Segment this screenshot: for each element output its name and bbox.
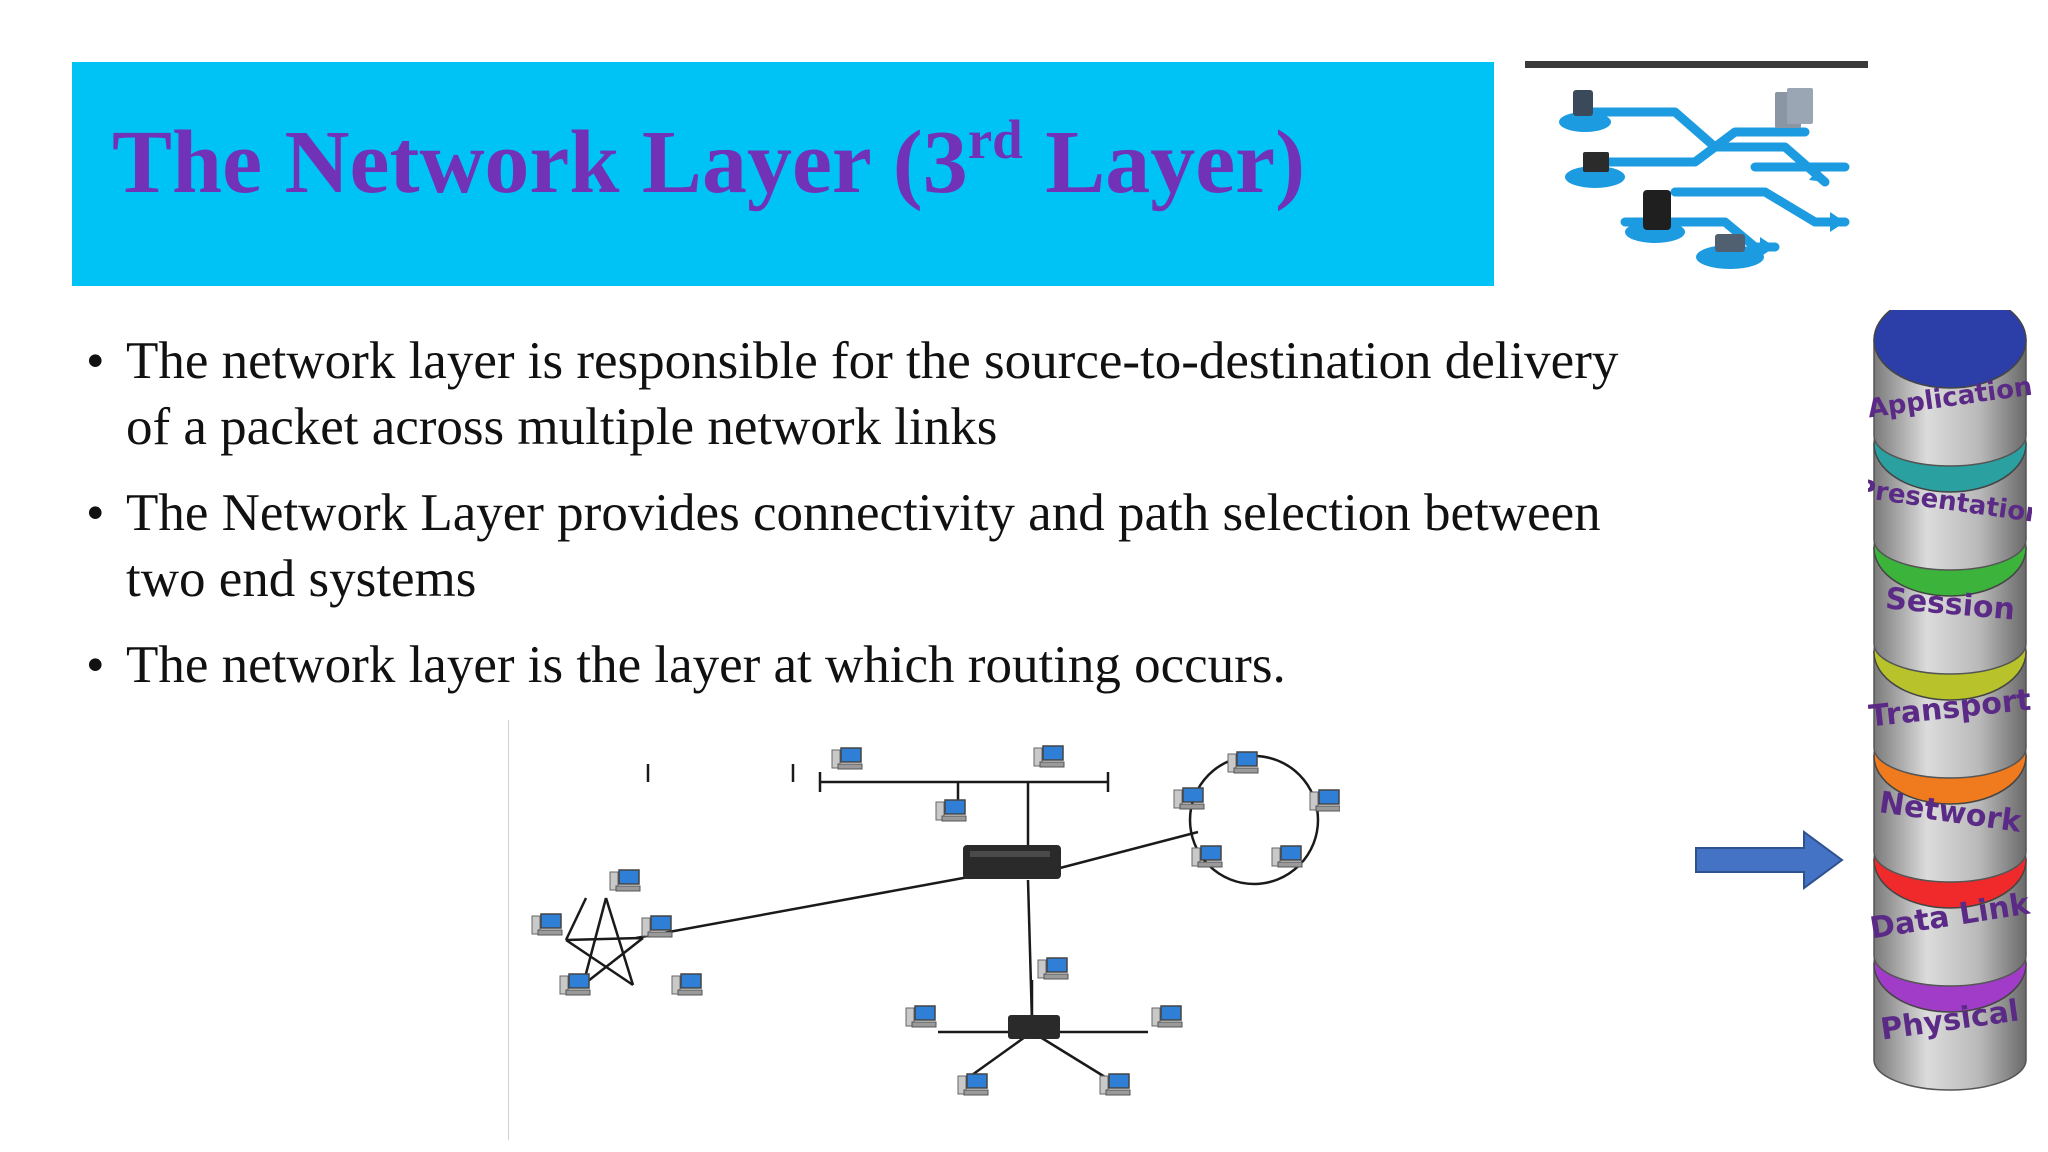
bullet-glyph: • bbox=[86, 636, 105, 694]
list-item: • The network layer is the layer at which… bbox=[86, 632, 1666, 698]
title-superscript: rd bbox=[967, 109, 1023, 170]
osi-layer-cap bbox=[1873, 310, 2027, 389]
network-topology-diagram bbox=[508, 720, 1340, 1140]
bullet-glyph: • bbox=[86, 484, 105, 542]
bullet-list: • The network layer is responsible for th… bbox=[86, 328, 1666, 718]
slide-title: The Network Layer (3rd Layer) bbox=[112, 112, 1305, 208]
list-item: • The Network Layer provides connectivity… bbox=[86, 480, 1666, 612]
bullet-text: The network layer is the layer at which … bbox=[126, 636, 1286, 694]
bullet-text: The network layer is responsible for the… bbox=[126, 332, 1619, 456]
network-topology-icon bbox=[1559, 88, 1850, 269]
header-rule bbox=[1525, 61, 1868, 68]
right-arrow-icon bbox=[1695, 830, 1844, 890]
bullet-glyph: • bbox=[86, 332, 105, 390]
bullet-text: The Network Layer provides connectivity … bbox=[126, 484, 1601, 608]
title-banner bbox=[72, 62, 1494, 286]
list-item: • The network layer is responsible for th… bbox=[86, 328, 1666, 460]
title-end: Layer) bbox=[1022, 113, 1306, 212]
osi-layer-application: Application bbox=[1868, 310, 2032, 467]
title-main: The Network Layer (3 bbox=[112, 113, 968, 212]
